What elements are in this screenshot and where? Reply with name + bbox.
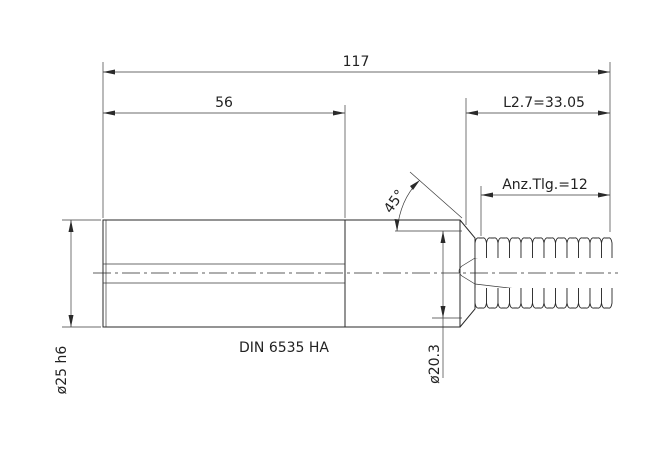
arrow-sdia-top xyxy=(68,220,74,232)
thread-tooth-top xyxy=(555,237,568,258)
shank-outline xyxy=(102,219,461,328)
thread-tooth-bottom xyxy=(532,288,545,309)
tool-body xyxy=(102,219,611,328)
coolant-cone xyxy=(458,257,476,285)
thread-tooth-top xyxy=(532,237,545,258)
arrow-shank-left xyxy=(103,110,115,116)
dim-text-overall: 117 xyxy=(343,54,370,70)
arrow-ndia-top xyxy=(440,231,446,243)
thread-tooth-bottom xyxy=(601,288,613,309)
ext-chamfer xyxy=(409,171,463,219)
thread-tooth-bottom xyxy=(509,288,522,309)
thread-tooth-top xyxy=(589,237,602,258)
arrow-angle-top xyxy=(410,180,420,190)
thread-tooth-top xyxy=(497,237,510,258)
thread-tooth-top xyxy=(578,237,591,258)
arrow-sdia-bottom xyxy=(68,315,74,327)
dim-text-shank-diameter: ø25 h6 xyxy=(54,346,70,395)
thread-tooth-top xyxy=(486,237,499,258)
dim-text-shank: 56 xyxy=(215,95,233,111)
extension-lines xyxy=(62,62,611,328)
thread-teeth-top xyxy=(474,237,613,258)
thread-tooth-top xyxy=(520,237,533,258)
arrow-count-right xyxy=(598,192,610,198)
standard-label: DIN 6535 HA xyxy=(239,340,329,356)
dim-text-neck-diameter: ø20.3 xyxy=(427,344,443,384)
thread-tooth-bottom xyxy=(555,288,568,309)
chamfer-outline xyxy=(459,219,476,328)
thread-tooth-bottom xyxy=(474,288,487,309)
dim-text-thread-length: L2.7=33.05 xyxy=(503,95,585,111)
arrow-overall-right xyxy=(598,69,610,75)
dimension-lines xyxy=(68,69,610,378)
arrow-angle-bottom xyxy=(394,219,400,231)
thread-tooth-top xyxy=(566,237,579,258)
thread-tooth-bottom xyxy=(486,288,499,309)
thread-teeth-bottom xyxy=(474,288,613,309)
thread-tooth-bottom xyxy=(520,288,533,309)
thread-tooth-bottom xyxy=(589,288,602,309)
arrow-thread-left xyxy=(466,110,478,116)
thread-tooth-bottom xyxy=(566,288,579,309)
thread-tooth-top xyxy=(509,237,522,258)
arrow-ndia-bottom xyxy=(440,306,446,318)
arrow-thread-right xyxy=(598,110,610,116)
thread-tooth-bottom xyxy=(543,288,556,309)
arrow-count-left xyxy=(481,192,493,198)
arrow-shank-right xyxy=(333,110,345,116)
thread-tooth-top xyxy=(474,237,487,258)
dim-text-angle: 45° xyxy=(381,187,408,217)
arrow-overall-left xyxy=(103,69,115,75)
dim-text-thread-count: Anz.Tlg.=12 xyxy=(502,177,588,193)
thread-tooth-top xyxy=(543,237,556,258)
thread-tooth-bottom xyxy=(578,288,591,309)
thread-tooth-top xyxy=(601,237,613,258)
thread-tooth-bottom xyxy=(497,288,510,309)
